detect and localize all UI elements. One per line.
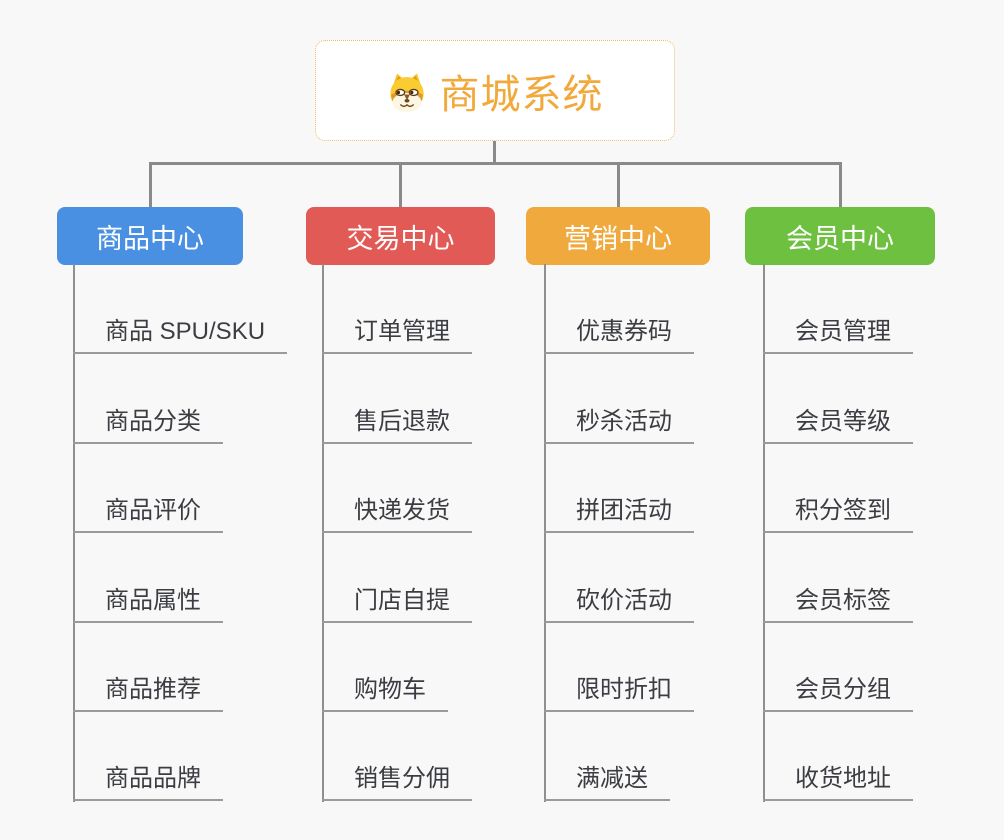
leaf-node[interactable]: 会员分组 [763, 668, 913, 712]
leaf-label: 快递发货 [354, 497, 450, 524]
leaf-label: 销售分佣 [354, 765, 450, 792]
leaf-node[interactable]: 会员标签 [763, 579, 913, 623]
connector-root-drop [493, 141, 496, 165]
leaf-node[interactable]: 积分签到 [763, 489, 913, 533]
leaf-label: 拼团活动 [576, 497, 672, 524]
leaf-label: 商品 SPU/SKU [105, 318, 266, 345]
leaf-node[interactable]: 砍价活动 [544, 579, 694, 623]
leaf-node[interactable]: 订单管理 [322, 310, 472, 354]
branch-spine-3 [544, 264, 546, 802]
branch-node-product-center[interactable]: 商品中心 [57, 207, 243, 265]
branch-spine-1 [73, 264, 75, 802]
leaf-label: 会员标签 [795, 587, 891, 614]
leaf-label: 售后退款 [354, 408, 450, 435]
leaf-node[interactable]: 商品品牌 [73, 757, 223, 801]
root-label: 商城系统 [439, 72, 604, 117]
branch-label: 商品中心 [96, 223, 204, 254]
leaf-node[interactable]: 限时折扣 [544, 668, 694, 712]
leaf-label: 收货地址 [795, 765, 891, 792]
connector-drop-1 [149, 165, 152, 208]
leaf-node[interactable]: 拼团活动 [544, 489, 694, 533]
branch-label: 交易中心 [346, 223, 455, 254]
leaf-label: 秒杀活动 [576, 408, 672, 435]
leaf-node[interactable]: 商品分类 [73, 400, 223, 444]
leaf-node[interactable]: 商品 SPU/SKU [73, 310, 288, 354]
leaf-node[interactable]: 商品推荐 [73, 668, 223, 712]
leaf-label: 会员等级 [795, 408, 891, 435]
leaf-label: 购物车 [354, 676, 426, 703]
leaf-node[interactable]: 快递发货 [322, 489, 472, 533]
leaf-label: 商品分类 [105, 408, 201, 435]
leaf-label: 商品推荐 [105, 676, 201, 703]
branch-label: 会员中心 [786, 223, 894, 254]
branch-node-member-center[interactable]: 会员中心 [745, 207, 935, 265]
branch-label: 营销中心 [564, 223, 672, 254]
leaf-label: 商品品牌 [105, 765, 201, 792]
leaf-label: 会员管理 [795, 318, 891, 345]
connector-drop-3 [617, 165, 620, 208]
leaf-label: 会员分组 [795, 676, 891, 703]
leaf-node[interactable]: 会员管理 [763, 310, 913, 354]
leaf-label: 订单管理 [354, 318, 450, 345]
leaf-label: 积分签到 [795, 497, 891, 524]
leaf-label: 优惠券码 [576, 318, 672, 345]
leaf-node[interactable]: 销售分佣 [322, 757, 472, 801]
leaf-node[interactable]: 秒杀活动 [544, 400, 694, 444]
leaf-node[interactable]: 会员等级 [763, 400, 913, 444]
branch-spine-4 [763, 264, 765, 802]
leaf-label: 商品属性 [105, 587, 201, 614]
leaf-node[interactable]: 满减送 [544, 757, 670, 801]
branch-node-trade-center[interactable]: 交易中心 [306, 207, 495, 265]
leaf-label: 商品评价 [105, 497, 201, 524]
leaf-label: 满减送 [576, 765, 648, 792]
connector-drop-4 [839, 165, 842, 208]
leaf-node[interactable]: 收货地址 [763, 757, 913, 801]
root-node[interactable]: 商城系统 [315, 40, 675, 141]
leaf-node[interactable]: 商品属性 [73, 579, 223, 623]
leaf-node[interactable]: 商品评价 [73, 489, 223, 533]
leaf-label: 限时折扣 [576, 676, 672, 703]
leaf-label: 门店自提 [354, 587, 450, 614]
connector-drop-2 [399, 165, 402, 208]
dog-face-icon [387, 72, 427, 112]
branch-node-marketing-center[interactable]: 营销中心 [526, 207, 710, 265]
leaf-node[interactable]: 门店自提 [322, 579, 472, 623]
connector-horizontal [149, 162, 842, 165]
leaf-node[interactable]: 购物车 [322, 668, 448, 712]
leaf-node[interactable]: 优惠券码 [544, 310, 694, 354]
leaf-node[interactable]: 售后退款 [322, 400, 472, 444]
branch-spine-2 [322, 264, 324, 802]
leaf-label: 砍价活动 [576, 587, 672, 614]
